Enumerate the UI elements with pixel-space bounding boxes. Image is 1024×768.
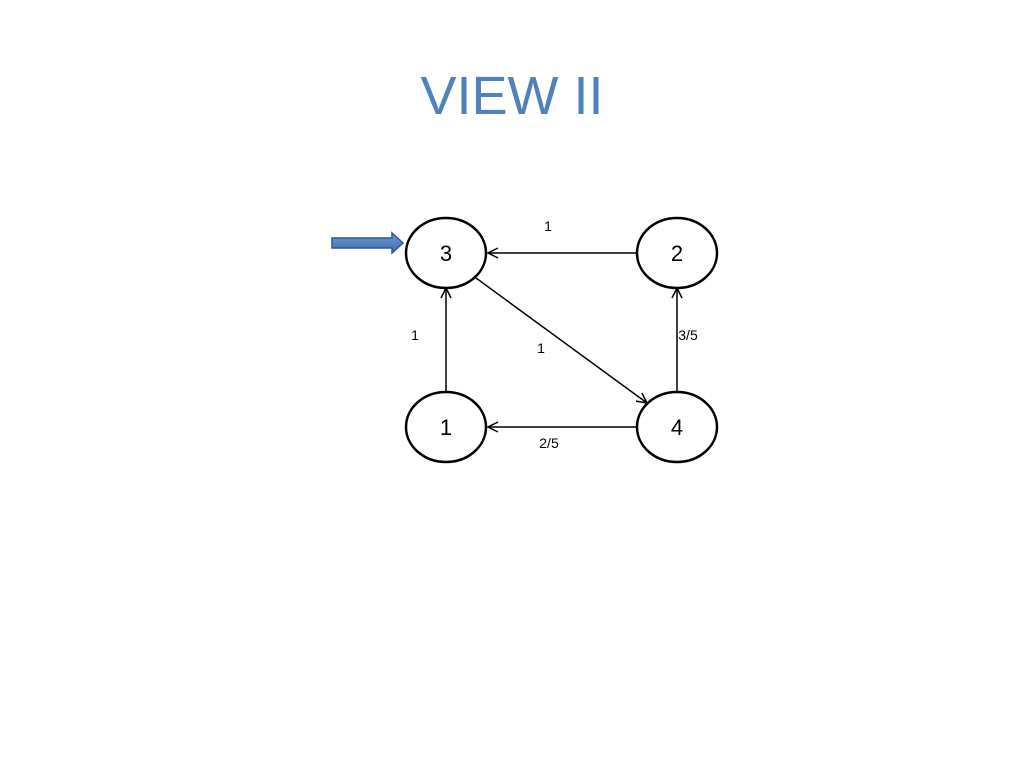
edge-2-to-3: 1 <box>488 218 636 253</box>
node-1: 1 <box>404 390 488 464</box>
node-label-1: 1 <box>440 415 452 440</box>
edge-label-1-3: 1 <box>411 327 419 343</box>
slide-title: VIEW II <box>420 66 604 126</box>
edge-4-to-1: 2/5 <box>488 427 636 451</box>
node-label-4: 4 <box>671 415 683 440</box>
node-ellipse <box>404 216 488 290</box>
edge-4-to-2: 3/5 <box>677 288 698 392</box>
node-label-2: 2 <box>671 241 683 266</box>
right-arrow-icon <box>331 231 405 255</box>
node-2: 2 <box>635 216 719 290</box>
edge-label-3-4: 1 <box>537 340 545 356</box>
edge-label-4-2: 3/5 <box>678 327 698 343</box>
edge-label-4-1: 2/5 <box>539 435 559 451</box>
node-label-3: 3 <box>440 241 452 266</box>
node-ellipse <box>404 390 488 464</box>
node-4: 4 <box>635 390 719 464</box>
node-ellipse <box>635 216 719 290</box>
pointer-arrow-shape <box>331 231 405 255</box>
edge-line <box>475 277 647 403</box>
node-ellipse <box>635 390 719 464</box>
edge-1-to-3: 1 <box>411 288 446 392</box>
edge-label-2-3: 1 <box>544 218 552 234</box>
node-3: 3 <box>404 216 488 290</box>
edge-3-to-4: 1 <box>475 277 647 403</box>
